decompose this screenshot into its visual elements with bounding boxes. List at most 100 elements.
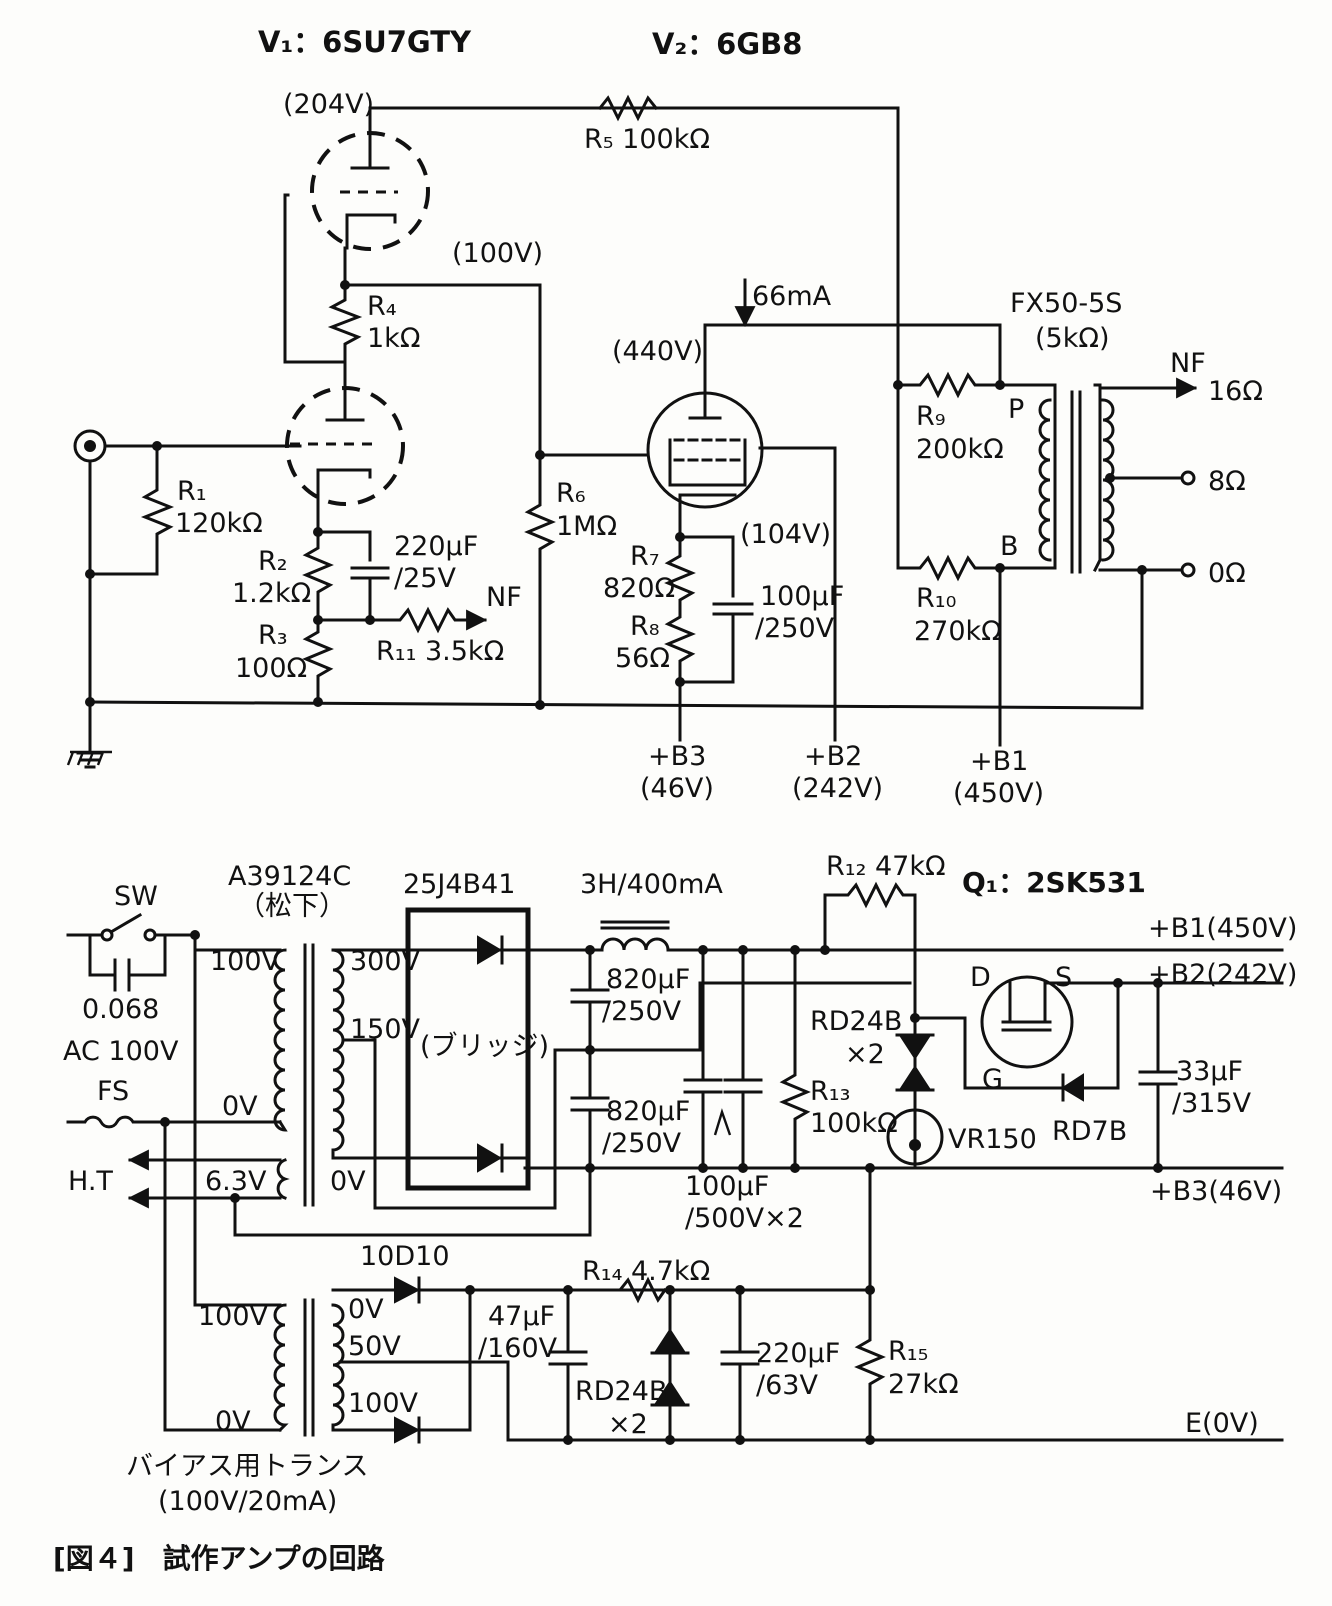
q1-label: Q₁：2SK531	[962, 866, 1146, 899]
r3-label: R₃	[258, 620, 288, 651]
amplifier-section: V₁：6SU7GTY V₂：6GB8	[66, 25, 1263, 809]
bias-sec-50v: 50V	[348, 1331, 401, 1362]
r15-value: 27kΩ	[888, 1369, 959, 1400]
out-b1: +B1(450V)	[1148, 913, 1297, 944]
v2-pentode	[646, 349, 764, 512]
10d10-diode-2-icon	[394, 1416, 421, 1444]
r1-zigzag	[88, 444, 175, 576]
output-transformer	[998, 377, 1198, 710]
out-b3: +B3(46V)	[1150, 1176, 1282, 1207]
c4-label: 820μF	[606, 1096, 690, 1127]
v2-cathode-voltage: (104V)	[740, 519, 831, 550]
rd7b-zener-icon	[1061, 1073, 1084, 1102]
r7-value: 820Ω	[603, 573, 675, 604]
ot-name: FX50-5S	[1010, 288, 1122, 319]
figure-caption: [図４] 試作アンプの回路	[53, 1542, 386, 1575]
bias-sec-100v: 100V	[348, 1388, 419, 1419]
ot-8: 8Ω	[1208, 466, 1246, 497]
b1-label: +B1	[970, 746, 1028, 777]
r6-label: R₆	[556, 478, 586, 509]
r1-value: 120kΩ	[175, 508, 263, 539]
bias-pri-0v: 0V	[215, 1406, 251, 1437]
q1-s: S	[1055, 962, 1072, 993]
ot-p: P	[1008, 394, 1024, 425]
v1-upper-triode	[310, 106, 430, 251]
bridge-diode-bottom-icon	[477, 1143, 502, 1173]
r8-label: R₈	[630, 611, 660, 642]
r3-zigzag	[302, 618, 334, 704]
r3-value: 100Ω	[235, 653, 307, 684]
r5-label: R₅ 100kΩ	[584, 124, 710, 155]
r10-zigzag	[896, 383, 1002, 710]
q1-d: D	[970, 962, 991, 993]
c3-label: 820μF	[606, 964, 690, 995]
bias-transformer-spec: (100V/20mA)	[158, 1486, 337, 1517]
nf-label-1: NF	[486, 582, 522, 613]
r5-zigzag	[597, 94, 659, 122]
c7-cap	[548, 1350, 588, 1366]
q1-mosfet-icon	[980, 975, 1074, 1069]
r12-zigzag	[823, 881, 917, 1020]
ot-impedance: (5kΩ)	[1035, 323, 1110, 354]
c3-cap	[570, 988, 610, 1004]
power-supply-section: A39124C （松下） SW 0.068 AC 100V FS H.T 100…	[63, 851, 1297, 1517]
c2-label: 100μF	[760, 581, 844, 612]
fuse-icon	[66, 1115, 282, 1129]
c8-label: 220μF	[756, 1338, 840, 1369]
out-b2: +B2(242V)	[1148, 959, 1297, 990]
rd24b-label: RD24B	[810, 1006, 902, 1037]
c8-voltage: /63V	[756, 1370, 818, 1401]
psu-transformer-maker: （松下）	[238, 891, 346, 922]
sw-cap-label: 0.068	[82, 994, 159, 1025]
bridge-box	[405, 907, 531, 1191]
c6-label: 33μF	[1176, 1056, 1243, 1087]
r9-value: 200kΩ	[916, 434, 1004, 465]
v2-plate-voltage: (440V)	[612, 336, 703, 367]
c5b-cap	[723, 1078, 763, 1094]
r13-label: R₁₃	[810, 1076, 850, 1107]
sec-300v: 300V	[350, 946, 421, 977]
b3-label: +B3	[648, 741, 706, 772]
r2-label: R₂	[258, 546, 288, 577]
fuse-label: FS	[97, 1076, 129, 1107]
r15-label: R₁₅	[888, 1336, 928, 1367]
q1-g: G	[982, 1064, 1003, 1095]
v1-title: V₁：6SU7GTY	[258, 25, 472, 59]
r14-zigzag	[578, 1276, 668, 1304]
v1-lower-triode	[285, 386, 405, 507]
ac-label: AC 100V	[63, 1036, 179, 1067]
plate-current: 66mA	[752, 281, 832, 312]
sw-label: SW	[114, 881, 158, 912]
c5-voltage: /500V×2	[685, 1203, 804, 1234]
heater-6v3: 6.3V	[205, 1166, 267, 1197]
r6-value: 1MΩ	[556, 511, 617, 542]
r13-value: 100kΩ	[810, 1108, 898, 1139]
pri-0v: 0V	[222, 1091, 258, 1122]
c2-voltage: /250V	[755, 613, 835, 644]
c7-voltage: /160V	[478, 1333, 558, 1364]
c4-cap	[570, 1096, 610, 1112]
pri-100v: 100V	[210, 946, 281, 977]
c1-label: 220μF	[394, 531, 478, 562]
r10-value: 270kΩ	[914, 616, 1002, 647]
r13-zigzag	[779, 948, 811, 1170]
v2-title: V₂：6GB8	[652, 27, 802, 61]
r8-value: 56Ω	[615, 643, 670, 674]
r9-label: R₉	[916, 401, 946, 432]
rd24b2-label: RD24B	[575, 1376, 667, 1407]
sec-0v: 0V	[330, 1166, 366, 1197]
10d10-diode-1-icon	[394, 1276, 421, 1304]
bias-transformer-label: バイアス用トランス	[126, 1451, 368, 1482]
v1-top-voltage: (204V)	[283, 89, 374, 120]
r2-value: 1.2kΩ	[232, 578, 311, 609]
r10-label: R₁₀	[916, 583, 956, 614]
ot-b: B	[1000, 531, 1019, 562]
sw-cap	[113, 958, 131, 992]
bridge-name: 25J4B41	[403, 869, 515, 900]
b2-voltage: (242V)	[792, 773, 883, 804]
r14-label: R₁₄ 4.7kΩ	[582, 1256, 710, 1287]
rd7b-label: RD7B	[1052, 1116, 1127, 1147]
bias-pri-100v: 100V	[198, 1301, 269, 1332]
